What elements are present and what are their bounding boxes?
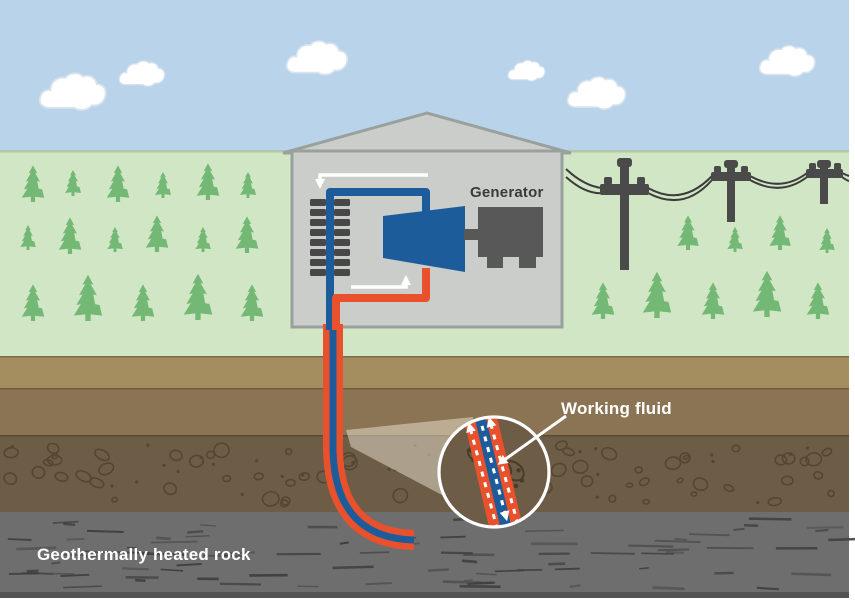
power-line-icon <box>749 172 808 185</box>
power-line-icon <box>647 179 713 201</box>
flow-arrow-icon <box>351 275 411 289</box>
geothermal-rock-label: Geothermally heated rock <box>37 545 251 564</box>
turbine-icon <box>383 206 465 272</box>
power-pole-icon <box>600 158 649 270</box>
generator-icon <box>464 207 543 268</box>
power-line-icon <box>565 168 603 189</box>
pipe-loop-icon <box>323 324 415 550</box>
flow-arrow-icon <box>466 422 499 527</box>
label-arrow-icon <box>497 414 567 465</box>
soil-layer-top <box>0 356 849 388</box>
flow-arrow-icon <box>486 417 520 525</box>
power-line-icon <box>749 176 808 189</box>
heat-exchanger-icon <box>310 199 350 276</box>
power-line-icon <box>647 175 713 197</box>
hot-pipe <box>332 268 430 330</box>
magnifier-circle-icon <box>437 415 551 529</box>
flow-arrow-icon <box>315 173 428 189</box>
power-lines <box>565 158 850 270</box>
generator-label: Generator <box>470 184 544 201</box>
flow-arrows <box>315 173 428 289</box>
power-pole-icon <box>711 160 751 222</box>
power-line-icon <box>841 176 850 182</box>
power-pole-icon <box>806 160 843 204</box>
cold-pipe <box>326 188 430 330</box>
layer-edge <box>0 388 849 390</box>
working-fluid-label: Working fluid <box>561 399 672 418</box>
heated-rock-texture <box>7 517 855 591</box>
flow-arrow-icon <box>477 417 510 522</box>
layer-edge <box>0 356 849 358</box>
magnified-working-fluid <box>461 417 525 527</box>
bottom-shade <box>0 592 849 598</box>
heated-rock-layer <box>0 512 849 598</box>
